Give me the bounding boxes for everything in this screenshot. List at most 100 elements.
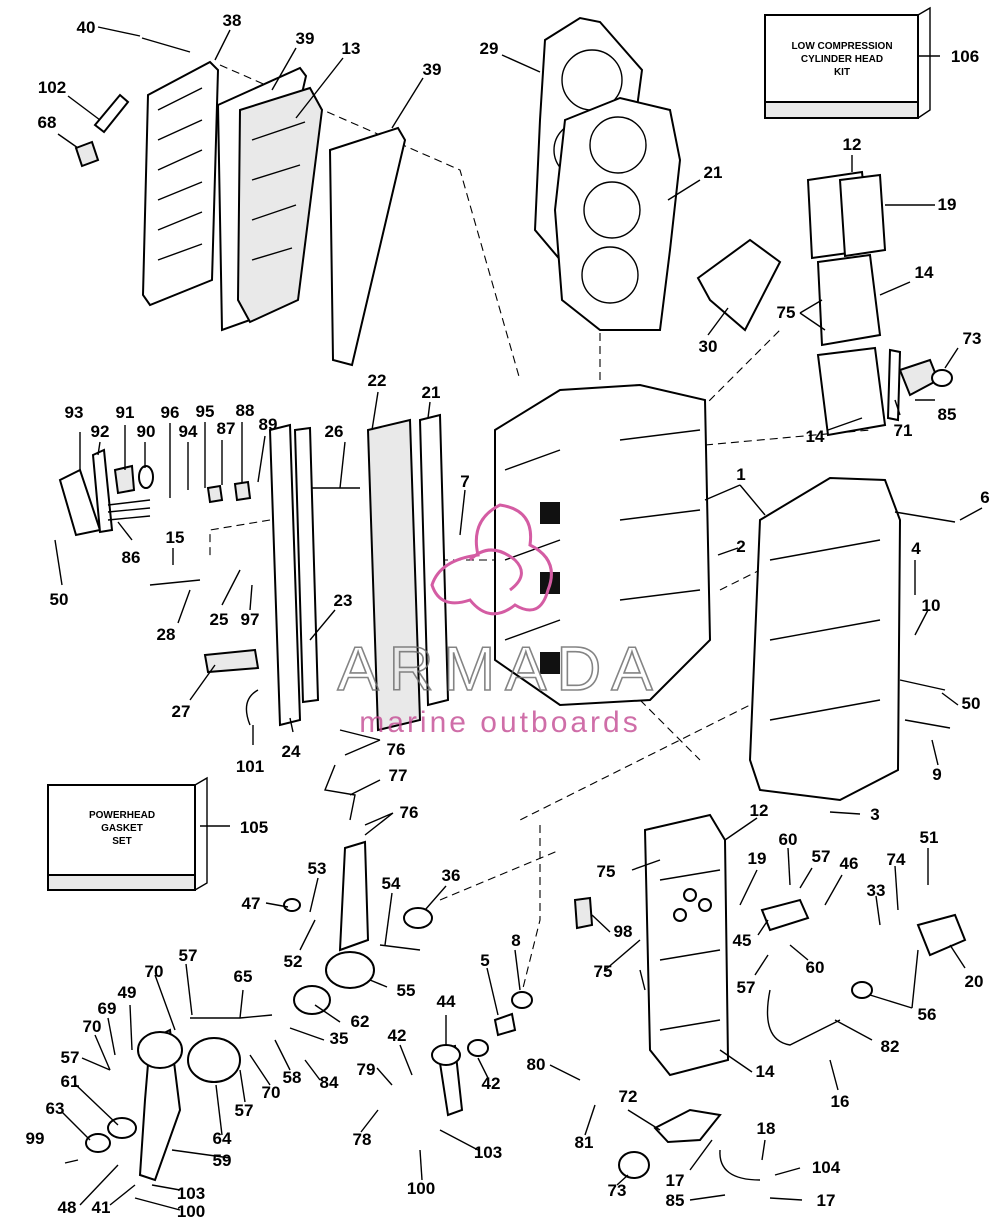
gasket-39-right <box>328 126 407 367</box>
callout-14: 14 <box>756 1062 775 1081</box>
callout-70: 70 <box>145 962 164 981</box>
callout-86: 86 <box>122 548 141 567</box>
bracket-98 <box>573 896 594 930</box>
sensor-27 <box>203 648 260 674</box>
callout-70: 70 <box>83 1017 102 1036</box>
callout-70: 70 <box>262 1083 281 1102</box>
callout-10: 10 <box>922 596 941 615</box>
callout-76: 76 <box>387 740 406 759</box>
callout-77: 77 <box>389 766 408 785</box>
callout-39: 39 <box>296 29 315 48</box>
callout-14: 14 <box>806 427 825 446</box>
callout-41: 41 <box>92 1198 111 1217</box>
callout-22: 22 <box>368 371 387 390</box>
callout-21: 21 <box>422 383 441 402</box>
callout-85: 85 <box>938 405 957 424</box>
callout-79: 79 <box>357 1060 376 1079</box>
callout-47: 47 <box>242 894 261 913</box>
reed-valve-set-upper <box>806 170 953 437</box>
callout-58: 58 <box>283 1068 302 1087</box>
callout-93: 93 <box>65 403 84 422</box>
callout-50: 50 <box>962 694 981 713</box>
callout-36: 36 <box>442 866 461 885</box>
callout-57: 57 <box>179 946 198 965</box>
watermark-tagline: marine outboards <box>359 706 640 739</box>
callout-101: 101 <box>236 757 264 776</box>
callout-46: 46 <box>840 854 859 873</box>
callout-18: 18 <box>757 1119 776 1138</box>
callout-105: 105 <box>240 818 268 837</box>
callout-21: 21 <box>704 163 723 182</box>
callout-57: 57 <box>812 847 831 866</box>
callout-1: 1 <box>736 465 745 484</box>
kit-box-106-line-3: KIT <box>834 67 850 78</box>
callout-53: 53 <box>308 859 327 878</box>
callout-64: 64 <box>213 1129 232 1148</box>
callout-39: 39 <box>423 60 442 79</box>
callout-57: 57 <box>737 978 756 997</box>
callout-102: 102 <box>38 78 66 97</box>
link-65 <box>190 1014 273 1019</box>
callout-50: 50 <box>50 590 69 609</box>
callout-71: 71 <box>894 421 913 440</box>
kit-box-106-line-1: LOW COMPRESSION <box>791 41 892 52</box>
callout-99: 99 <box>26 1129 45 1148</box>
watermark-brand: ARMADA <box>337 635 662 704</box>
callout-73: 73 <box>608 1181 627 1200</box>
callout-5: 5 <box>480 951 489 970</box>
gasket-30 <box>696 238 782 332</box>
callout-62: 62 <box>351 1012 370 1031</box>
callout-13: 13 <box>342 39 361 58</box>
throttle-cam-59 <box>137 1028 183 1182</box>
callout-16: 16 <box>831 1092 850 1111</box>
callout-89: 89 <box>259 415 278 434</box>
callout-95: 95 <box>196 402 215 421</box>
callout-23: 23 <box>334 591 353 610</box>
callout-87: 87 <box>217 419 236 438</box>
callout-7: 7 <box>460 472 469 491</box>
callout-73: 73 <box>963 329 982 348</box>
callout-85: 85 <box>666 1191 685 1210</box>
bolt-50-right <box>899 679 946 691</box>
callout-17: 17 <box>817 1191 836 1210</box>
callout-69: 69 <box>98 999 117 1018</box>
callout-38: 38 <box>223 11 242 30</box>
callout-8: 8 <box>511 931 520 950</box>
callout-60: 60 <box>806 958 825 977</box>
callout-65: 65 <box>234 967 253 986</box>
head-gasket-middle <box>418 413 450 707</box>
callout-19: 19 <box>748 849 767 868</box>
watermark: ARMADA marine outboards <box>337 503 662 739</box>
callout-57: 57 <box>235 1101 254 1120</box>
callout-33: 33 <box>867 881 886 900</box>
leader-lines <box>54 26 983 1211</box>
callout-90: 90 <box>137 422 156 441</box>
callout-42: 42 <box>388 1026 407 1045</box>
callout-100: 100 <box>407 1179 435 1198</box>
callout-4: 4 <box>911 539 921 558</box>
callout-75: 75 <box>777 303 796 322</box>
nut-42 <box>467 1039 489 1057</box>
callout-3: 3 <box>870 805 879 824</box>
callout-52: 52 <box>284 952 303 971</box>
kit-box-105-line-2: GASKET <box>101 823 143 834</box>
callout-29: 29 <box>480 39 499 58</box>
callout-104: 104 <box>812 1158 841 1177</box>
link-77 <box>324 764 356 821</box>
sleeve-61 <box>107 1117 137 1139</box>
callout-45: 45 <box>733 931 752 950</box>
exhaust-manifold <box>236 86 324 324</box>
callout-55: 55 <box>397 981 416 1000</box>
callout-68: 68 <box>38 113 57 132</box>
callout-51: 51 <box>920 828 939 847</box>
reed-valve-set-lower <box>643 813 730 1077</box>
callout-26: 26 <box>325 422 344 441</box>
callout-103: 103 <box>474 1143 502 1162</box>
cylinder-head-cover <box>366 418 422 732</box>
spacer-5 <box>493 1012 517 1037</box>
clip-101 <box>245 689 259 726</box>
callout-75: 75 <box>597 862 616 881</box>
hose-102 <box>93 93 130 134</box>
callout-59: 59 <box>213 1151 232 1170</box>
